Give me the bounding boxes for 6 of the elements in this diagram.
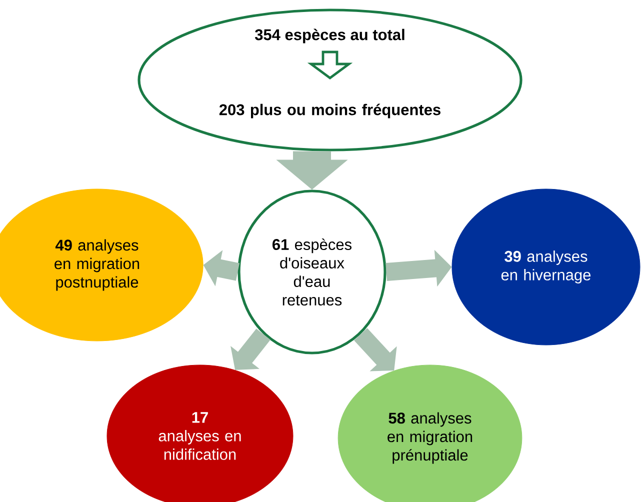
ellipse-node: 17 analyses en nidification <box>106 364 294 502</box>
ellipse-node: 61 espèces d'oiseaux d'eau retenues <box>238 190 386 354</box>
ellipse-node: 354 espèces au total 203 plus ou moins fréquentes <box>138 8 522 152</box>
block-arrow <box>354 328 397 372</box>
ellipse-node: 58 analyses en migration prénuptiale <box>338 364 522 502</box>
ellipse-node: 39 analyses en hivernage <box>452 188 640 346</box>
